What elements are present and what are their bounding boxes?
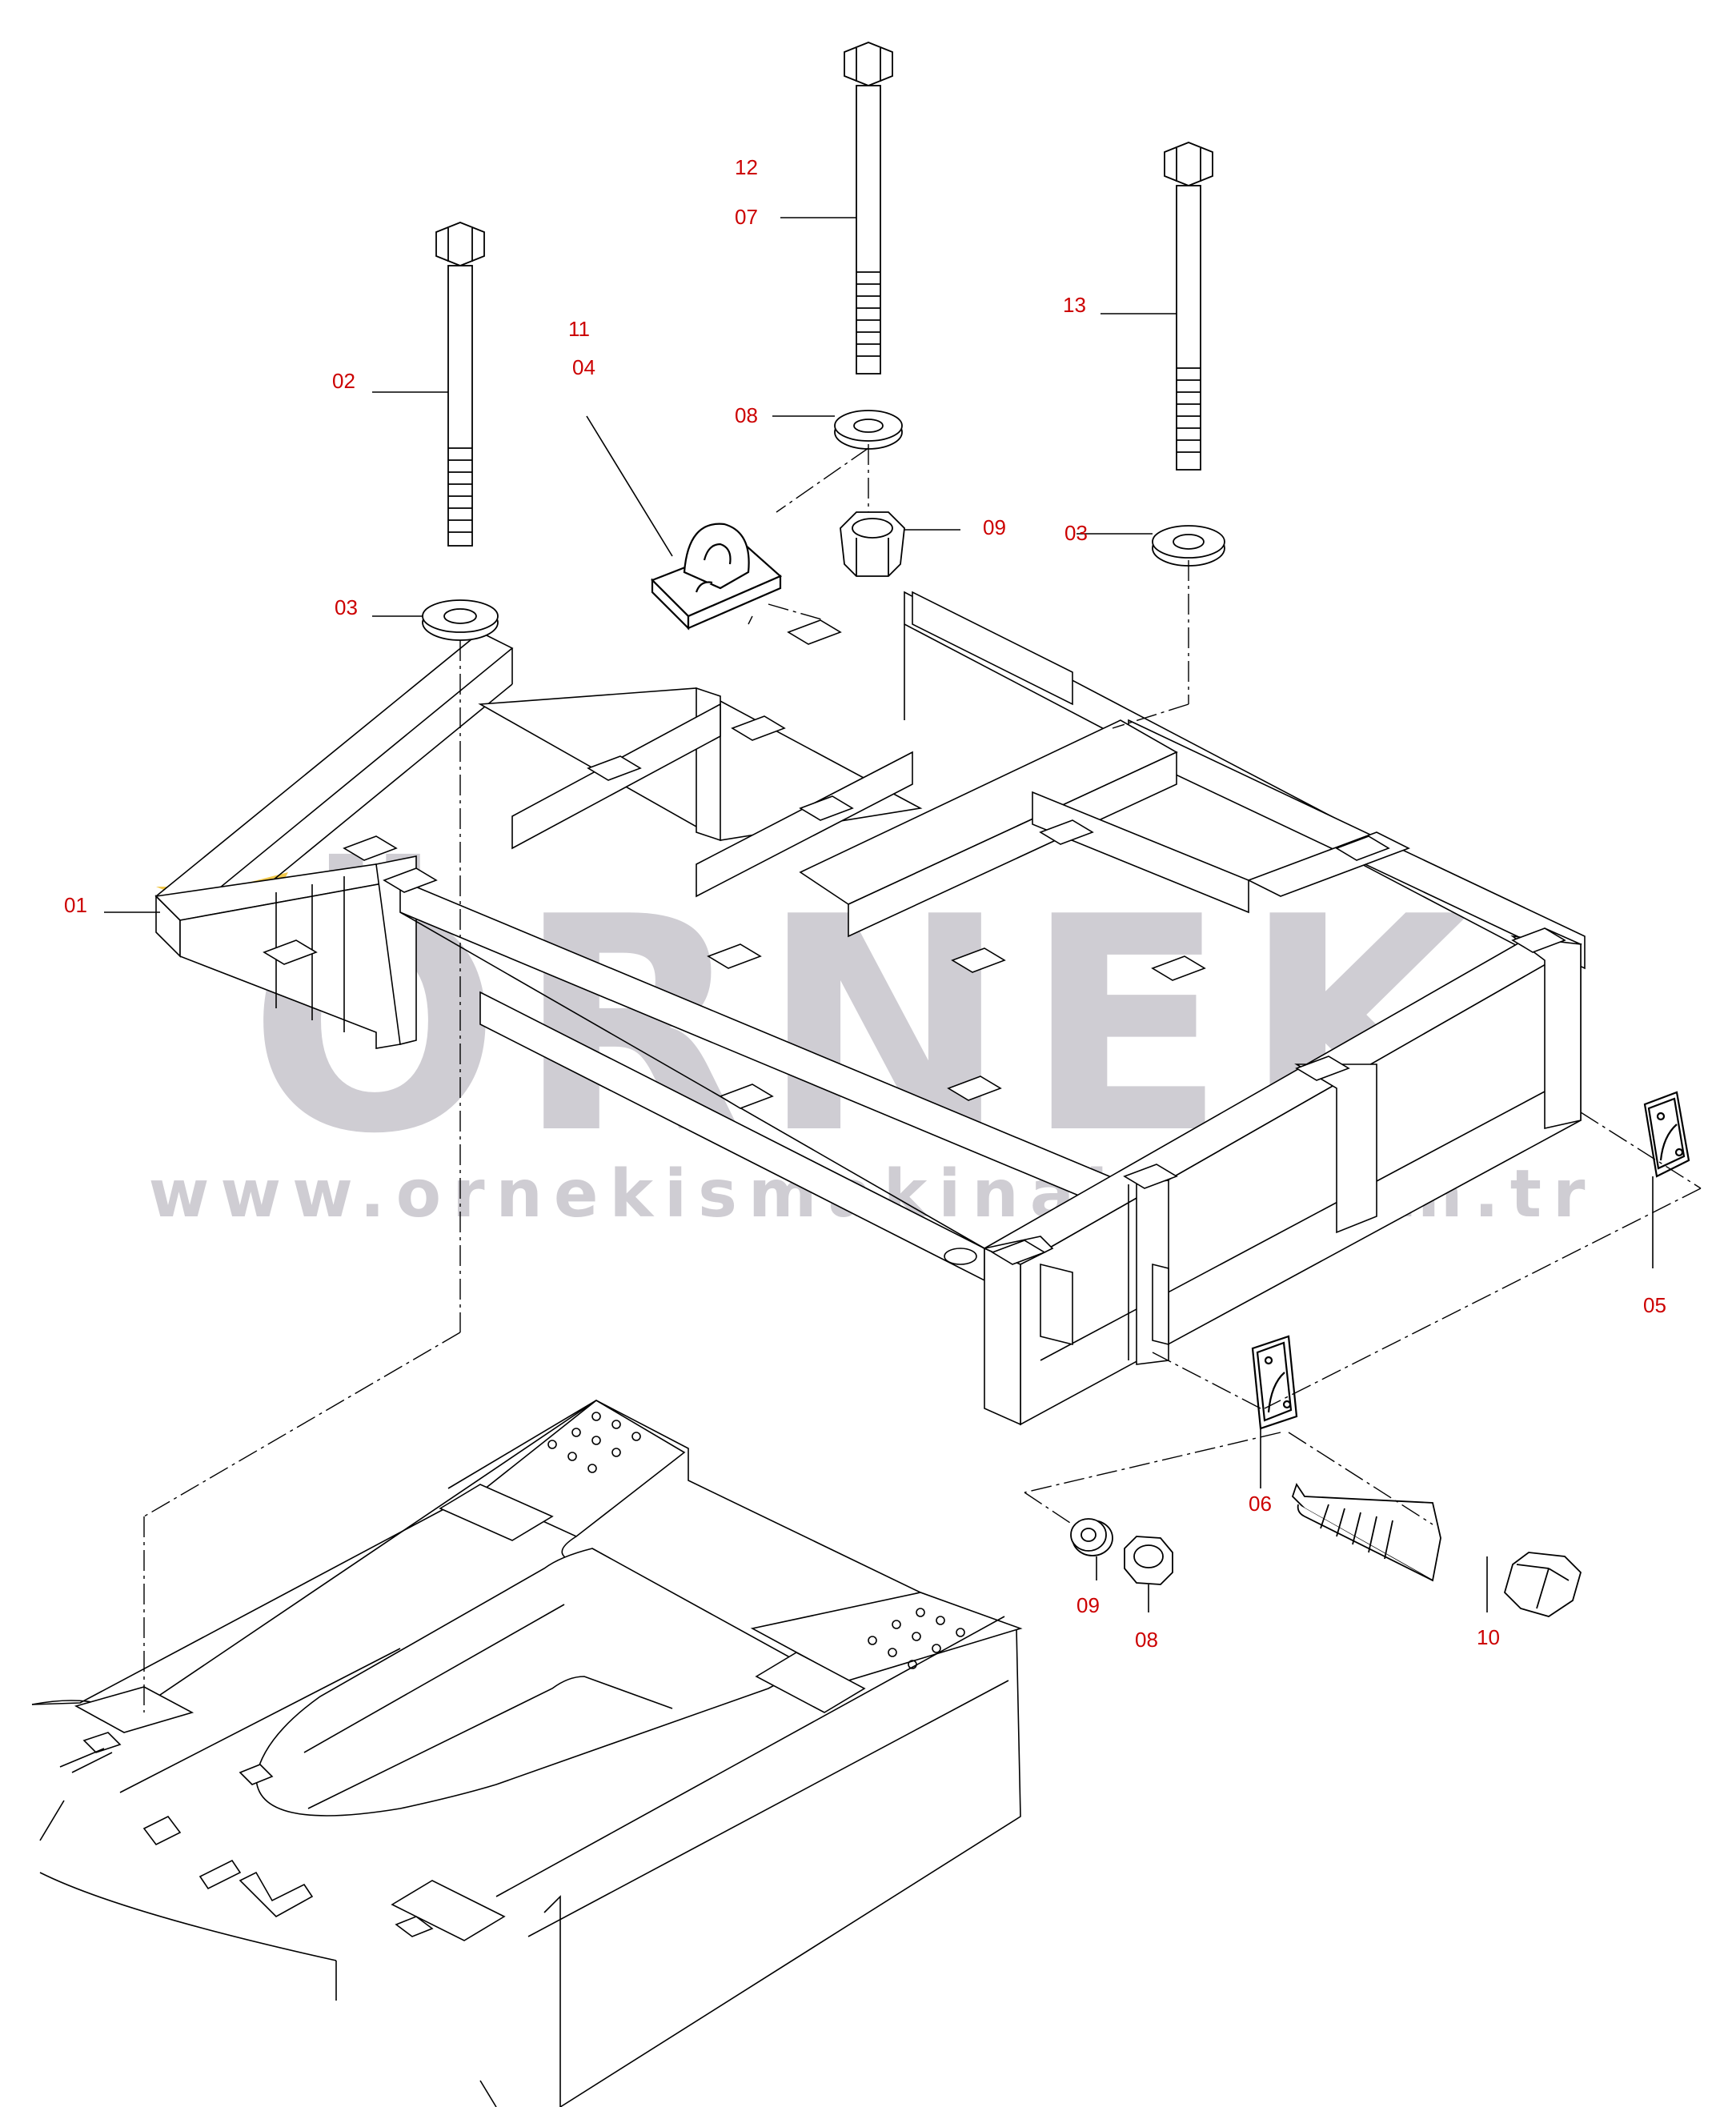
callout-09-top: 09 [983, 515, 1006, 539]
callout-11: 11 [568, 317, 590, 341]
callout-13: 13 [1063, 293, 1086, 317]
bracket-04 [651, 523, 783, 631]
center-lines [143, 444, 1702, 1712]
callout-04: 04 [572, 355, 595, 379]
chassis-opening [255, 1548, 790, 1817]
nut-08-bottom [1124, 1536, 1173, 1585]
washer-08-top [834, 410, 903, 450]
washer-09-bottom [1070, 1518, 1113, 1556]
washer-03-right [1152, 525, 1225, 567]
callout-09-bottom: 09 [1076, 1593, 1100, 1617]
chassis-plate-front-left [74, 1686, 194, 1733]
frame-rear-left-post [984, 1247, 1021, 1426]
chassis-plate-top-right [755, 1652, 866, 1713]
callout-03-right: 03 [1064, 521, 1088, 545]
washer-03-left [422, 599, 499, 641]
leader-lines [104, 217, 1654, 1612]
callout-06: 06 [1249, 1492, 1272, 1516]
callout-08-top: 08 [735, 403, 758, 427]
frame-assembly [154, 591, 1586, 1426]
bolt-13 [1164, 142, 1213, 471]
chassis-plate-top-left [439, 1484, 554, 1541]
callout-08-bottom: 08 [1135, 1628, 1158, 1652]
callout-02: 02 [332, 369, 355, 393]
parts [422, 42, 1690, 1617]
plate-05 [1643, 1091, 1690, 1178]
callout-03-left: 03 [335, 595, 358, 619]
chassis-plate-bottom [391, 1880, 506, 1941]
callout-labels: 01 02 03 04 05 06 07 08 08 09 09 10 11 1… [64, 155, 1666, 1652]
callout-07: 07 [735, 205, 758, 229]
plate-06 [1251, 1335, 1298, 1430]
bolt-07 [844, 42, 893, 375]
bolt-10 [1291, 1482, 1582, 1617]
callout-12: 12 [735, 155, 758, 179]
frame-mounting-plates [263, 619, 1566, 1265]
bolt-02 [435, 222, 485, 547]
callout-01: 01 [64, 893, 87, 917]
nut-09-top [840, 511, 905, 577]
lower-chassis [31, 1400, 1023, 2107]
chassis-holes [547, 1412, 965, 1669]
callout-05: 05 [1643, 1293, 1666, 1317]
callout-10: 10 [1477, 1625, 1500, 1649]
